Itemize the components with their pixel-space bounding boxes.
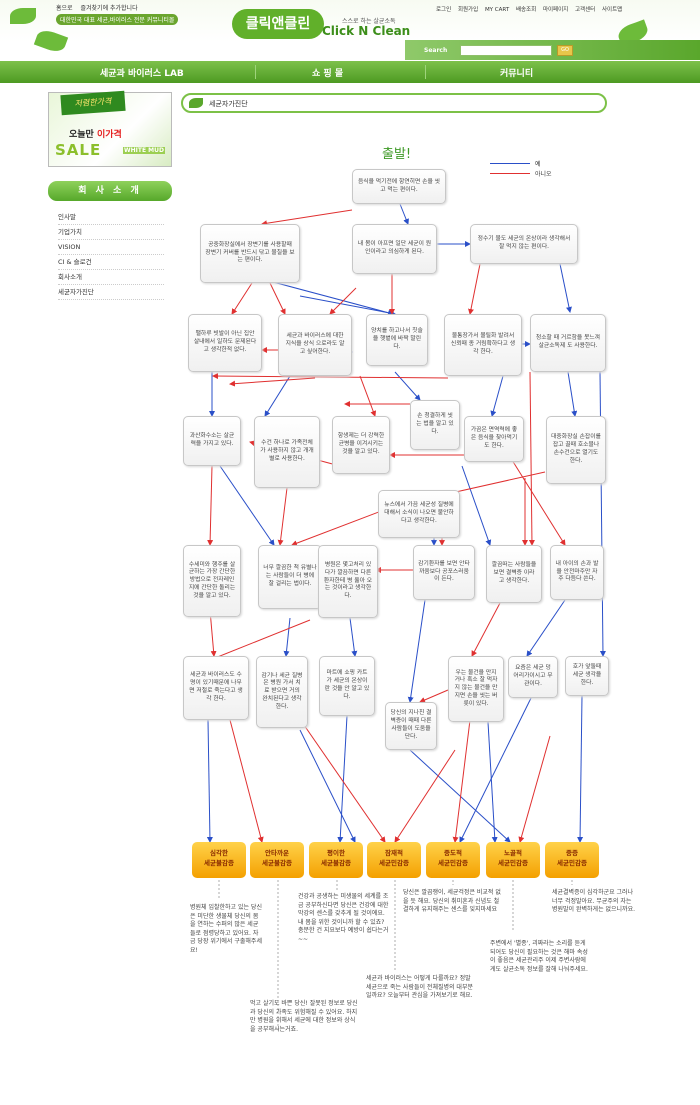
flow-node: 손 청결하게 씻는 법을 알고 있다. [410,400,460,450]
search-button[interactable]: GO [557,45,573,56]
sidebar-item-values[interactable]: 기업가치 [58,226,164,240]
logo-subtitle: 스스로 하는 살균소독 [342,18,396,25]
legend-yes-line [490,163,530,164]
result-description: 세균결벽증이 심각하군요 그러나 너무 걱정말아요. 무균주의 자는 병원말이 … [552,889,636,914]
mypage-link[interactable]: 마이페이지 [542,7,569,13]
legend-no-line [490,173,530,174]
nav-item-community[interactable]: 커뮤니티 [500,69,534,79]
flow-node: 수세미와 행주를 살균하는 가장 간단한 방법으로 전자레인지에 간단한 돌리는… [183,545,241,617]
result-description: 먹고 살기도 바쁜 당신! 잘못된 정보로 당신과 당신의 가족도 위험해질 수… [250,1000,358,1033]
flow-node: 팰하루 빗발이 아닌 집안살내에서 일하도 문제된다고 생각한적 없다. [188,314,262,372]
result-description: 세균과 바이러스는 어떻게 다룰까요? 정말 세균으로 죽는 사람들이 전체질병… [366,975,473,1000]
flow-node: 정수기 물도 세균의 온상이라 생각해서 잘 먹지 않는 편이다. [470,224,578,264]
flow-node: 세균과 바이러스에 대한 지식을 상식 으로라도 알고 싶어한다. [278,314,352,376]
result-description: 건강과 공생하는 미생물의 세계를 조금 공부하신다면 당신은 건강에 대한 막… [298,893,389,943]
result-description: 병원체 입찰한하고 있는 당신은 미단한 생물체 당신의 몸을 연하는 수퍼의 … [190,904,262,954]
nav-item-lab[interactable]: 세균과 바이러스 LAB [100,69,184,79]
flow-node: 당신의 지나친 결벽증이 때때 다른 사람들이 도움을 단다. [385,702,437,750]
nav-item-shop[interactable]: 쇼 핑 몰 [312,69,344,79]
legend-no: 아니오 [535,171,552,178]
site-slogan: 대한민국 대표 세균,바이러스 전문 커뮤니티몰 [56,14,179,25]
flow-node: 대중화장실 손잡이를 잡고 끌때 호소블나 손수건으로 열기도 한다. [546,416,606,484]
bookmark-link[interactable]: 즐겨찾기에 추가합니다 [80,5,138,12]
utility-links: 로그인 회원가입 MY CART 배송조회 마이페이지 고객센터 사이트맵 [436,5,627,13]
flow-node: 과산화수소는 살균력을 가지고 있다. [183,416,241,466]
page-title: 세균자가진단 [209,100,248,108]
flow-node: 호가 앞둘때 세균 생각을 한다. [565,656,609,696]
page-title-bar: 세균자가진단 [181,93,607,113]
flow-node: 양치를 하고나서 칫솔을 햇볕에 바짝 말린다. [366,314,428,366]
sidebar-item-about[interactable]: 회사소개 [58,271,164,285]
flow-node: 청소할 때 거르함을 못느껴 살균소독제 도 사용한다. [530,314,606,372]
flow-node: 물통장가서 몰릴화 발려서 신뢰때 종 거림확하다고 생각 한다. [444,314,522,376]
sidebar-item-greeting[interactable]: 인사말 [58,211,164,225]
join-link[interactable]: 회원가입 [457,7,479,13]
sidebar-item-ci[interactable]: CI & 슬로건 [58,256,164,270]
home-link[interactable]: 홈으로 [56,5,73,12]
flow-node: 감기환자를 보면 안타까움보다 공포스러움이 든다. [413,545,475,600]
top-links: 홈으로 즐겨찾기에 추가합니다 [56,3,144,12]
sidebar-heading: 회 사 소 개 [48,181,172,201]
legend-yes: 예 [535,161,541,168]
start-label: 출발! [382,147,412,162]
top-header: 홈으로 즐겨찾기에 추가합니다 대한민국 대표 세균,바이러스 전문 커뮤니티몰… [0,0,700,60]
cart-link[interactable]: MY CART [484,7,510,13]
sidebar-item-vision[interactable]: VISION [58,241,164,255]
flow-node: 가끔은 면역력에 좋은 음식을 찾아먹기도 한다. [464,416,524,462]
sale-banner[interactable]: 저렴한가격 오늘만 이가격 SALE WHITE MUD [48,90,172,167]
logo-english: Click N Clean [322,24,411,38]
delivery-link[interactable]: 배송조회 [515,7,537,13]
banner-today: 오늘만 이가격 [69,130,122,140]
flow-node: 우는 물건을 만지거나 혹소 잘 먹자지 않는 물건을 만지면 손을 씻는 버릇… [448,656,504,722]
sidebar-item-self-check[interactable]: 세균자가진단 [58,286,164,300]
flow-node: 깔끔떠는 사람들을 보면 결벽증 이라고 생각한다. [486,545,542,603]
flow-node: 내 몸이 아프면 일단 세균이 원인이라고 의심하게 된다. [352,224,437,274]
flow-node: 감기나 세균 질병은 병원 가서 치료 받으면 거의 완치된다고 생각한다. [256,656,308,728]
site-logo[interactable]: 클릭앤클린 [232,9,324,39]
search-label: Search [424,47,448,54]
result-description: 당신은 깔끔쟁이, 세균걱정은 비교적 없을 듯 해요. 당신의 취미혼과 신념… [403,889,501,914]
sitemap-link[interactable]: 사이트맵 [602,7,623,13]
nav-divider [255,65,256,79]
flow-node: 음식을 먹기전에 항연히면 손을 씻고 먹는 편이다. [352,169,446,204]
flow-node: 세균과 바이러스도 수명이 있기때문에 나무면 저절로 죽는다고 생각 한다. [183,656,249,720]
login-link[interactable]: 로그인 [436,7,452,13]
banner-sale: SALE [55,141,102,159]
flow-node: 수건 하나로 가족전체가 사용하지 않고 개개별로 사용한다. [254,416,320,488]
flow-node: 뉴스에서 가끔 세균성 질병에 대해서 소식이 나오면 불안하다고 생각한다. [378,490,460,538]
flow-node: 요즘은 세균 덩어리가이시고 무관이다. [508,656,558,698]
flow-node: 항생제는 더 강력한 균병을 이겨시키는 것을 알고 있다. [332,416,390,474]
customer-center-link[interactable]: 고객센터 [575,7,596,13]
main-nav: 세균과 바이러스 LAB 쇼 핑 몰 커뮤니티 [0,61,700,83]
banner-product: WHITE MUD [123,147,165,154]
search-input[interactable] [460,45,552,56]
flow-node: 내 아이의 손과 발을 안전마주만 자주 다듬다 쓴다. [550,545,604,600]
nav-divider [425,65,426,79]
flow-node: 병원은 몇고처리 있다가 깔끔하면 다른 환자한테 병 옮아 오는 것이라고 생… [318,545,378,618]
leaf-decoration-icon [10,8,36,24]
leaf-icon [189,98,203,108]
result-description: 주변에서 '별종', 괴짜라는 소리를 듣게 되어도 당신이 필요하는 것은 해… [490,940,588,973]
flow-node: 공중화장실에서 장변기를 사용할때 장변기 커버를 반드시 닦고 물칠을 보는 … [200,224,300,283]
flow-node: 마트에 쇼핑 카트가 세균의 온상이란 것을 안 알고 있다. [319,656,375,716]
